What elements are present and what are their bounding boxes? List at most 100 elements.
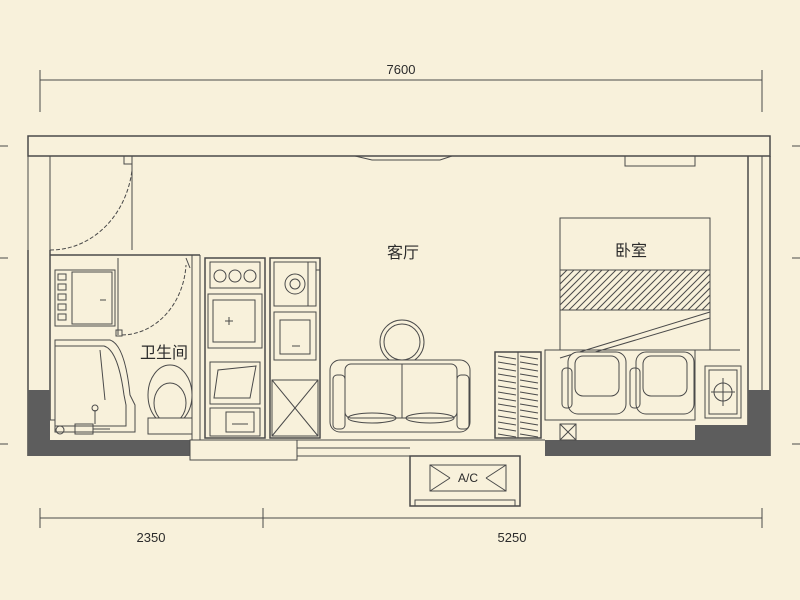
louver-slat [519, 385, 539, 390]
louver-slat [497, 367, 517, 372]
louver-slat [497, 397, 517, 402]
louver-slat [519, 361, 539, 366]
louver-slat [519, 421, 539, 426]
hatch-line [652, 270, 694, 310]
utility-sink [273, 311, 317, 361]
louver-slat [519, 379, 539, 384]
hatch-line [716, 270, 756, 310]
louver-slat [519, 373, 539, 378]
window-top-right [624, 155, 696, 167]
hatch-line [638, 270, 680, 310]
hatch-line [666, 270, 708, 310]
sofa [329, 359, 471, 433]
hatch-line [561, 270, 603, 310]
louver-slat [519, 415, 539, 420]
dimension-bottom-left-label: 2350 [137, 530, 166, 545]
louver-slat [519, 391, 539, 396]
louver-slat [519, 403, 539, 408]
louver-slat [497, 373, 517, 378]
entry-door [49, 155, 133, 251]
louver-slat [519, 433, 539, 438]
armchair-right [629, 351, 695, 415]
hatch-line [589, 270, 631, 310]
louver-slat [519, 397, 539, 402]
kitchen [204, 257, 266, 439]
wall-dark-right [748, 390, 770, 456]
wall-dark-bottom-left [28, 440, 190, 456]
window-top-left [354, 155, 453, 161]
bed-headboard [559, 269, 756, 311]
hatch-line [610, 270, 652, 310]
washing-machine [273, 261, 320, 307]
hatch-line [617, 270, 659, 310]
louver-slat [497, 433, 517, 438]
hatch-line [701, 301, 710, 310]
louver-slat [497, 355, 517, 360]
utility-cabinet [271, 379, 319, 437]
hatch-line [560, 270, 575, 285]
kitchen-sink [207, 293, 263, 349]
bedroom: 卧室 [544, 217, 756, 441]
living-room: 客厅 [329, 244, 542, 439]
hatch-line [645, 270, 687, 310]
outer-walls [27, 135, 771, 461]
ac-label: A/C [458, 471, 478, 485]
hatch-line [694, 294, 710, 310]
louver-slat [519, 355, 539, 360]
dimension-bottom-right-label: 5250 [498, 530, 527, 545]
edge-ticks [0, 145, 800, 445]
louver-slat [497, 403, 517, 408]
dimension-top: 7600 [39, 62, 763, 112]
dimension-top-label: 7600 [387, 62, 416, 77]
hatch-line [659, 270, 701, 310]
bathroom: 卫生间 [50, 254, 201, 440]
hatch-line [575, 270, 617, 310]
hatch-line [568, 270, 610, 310]
hatch-line [596, 270, 638, 310]
shoe-cabinet [494, 351, 542, 439]
louver-slat [497, 421, 517, 426]
hatch-line [673, 273, 710, 310]
stove [209, 261, 261, 289]
hatch-line [708, 308, 710, 310]
toilet [147, 364, 193, 435]
louver-slat [497, 361, 517, 366]
hatch-line [582, 270, 624, 310]
lower-cabinet [209, 407, 261, 437]
louver-slat [519, 367, 539, 372]
room-label-living-room: 客厅 [387, 244, 419, 262]
fridge [209, 361, 261, 405]
hatch-line [560, 270, 568, 278]
hatch-line [560, 270, 561, 271]
ac-unit: A/C [409, 455, 521, 507]
vent-box [559, 423, 577, 441]
room-label-bathroom: 卫生间 [140, 344, 188, 362]
louver-slat [497, 427, 517, 432]
louver-slat [497, 409, 517, 414]
louver-slat [519, 427, 539, 432]
louver-slat [497, 379, 517, 384]
wall-dark-left [28, 390, 50, 456]
hatch-line [560, 270, 596, 306]
side-table [704, 365, 742, 419]
wall-dark-bottom-right [545, 440, 748, 456]
louver-slat [497, 391, 517, 396]
hatch-line [560, 270, 589, 299]
armchair-left [561, 351, 627, 415]
louver-slat [497, 415, 517, 420]
hatch-line [631, 270, 673, 310]
hatch-line [680, 280, 710, 310]
hatch-line [624, 270, 666, 310]
hatch-line [560, 270, 582, 292]
wall-dark-right-stub [695, 425, 748, 440]
louver-slat [497, 385, 517, 390]
round-table [379, 319, 425, 367]
hatch-line [603, 270, 645, 310]
hatch-line [687, 287, 710, 310]
room-label-bedroom: 卧室 [615, 242, 647, 260]
louver-slat [519, 409, 539, 414]
control-knobs [57, 273, 67, 321]
dimension-bottom: 2350 5250 [39, 508, 763, 545]
utility-column [269, 257, 321, 439]
